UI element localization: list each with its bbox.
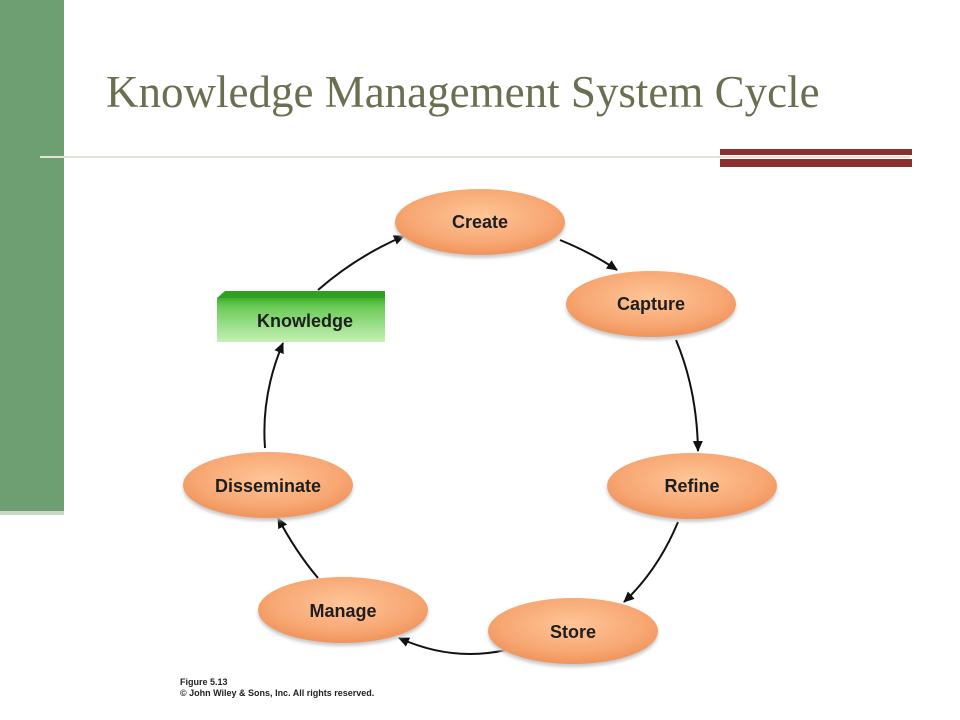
node-refine-label: Refine: [664, 476, 719, 496]
node-store: Store: [488, 598, 658, 664]
accent-bar-top: [720, 149, 912, 155]
node-create: Create: [395, 189, 565, 255]
node-disseminate-label: Disseminate: [215, 476, 321, 496]
node-create-label: Create: [452, 212, 508, 232]
node-manage-label: Manage: [309, 601, 376, 621]
arrow-disseminate-to-knowledge: [263, 342, 284, 449]
node-refine: Refine: [607, 453, 777, 519]
cycle-arrows: [263, 235, 703, 655]
node-knowledge: Knowledge: [217, 291, 385, 342]
arrow-refine-to-store: [623, 521, 679, 603]
side-bar-shadow: [0, 511, 64, 515]
arrow-knowledge-to-create: [317, 235, 405, 291]
arrow-manage-to-disseminate: [277, 517, 319, 579]
side-bar: [0, 0, 64, 511]
node-knowledge-label: Knowledge: [257, 311, 353, 331]
copyright-notice: © John Wiley & Sons, Inc. All rights res…: [180, 688, 375, 698]
arrow-capture-to-refine: [675, 339, 703, 452]
node-manage: Manage: [258, 577, 428, 643]
arrow-create-to-capture: [559, 239, 618, 271]
figure-number: Figure 5.13: [180, 677, 228, 687]
node-capture: Capture: [566, 271, 736, 337]
slide-title: Knowledge Management System Cycle: [106, 67, 820, 117]
accent-bar-bottom: [720, 159, 912, 167]
node-disseminate: Disseminate: [183, 452, 353, 518]
node-store-label: Store: [550, 622, 596, 642]
title-rule: [40, 156, 910, 158]
arrow-store-to-manage: [398, 637, 507, 655]
node-capture-label: Capture: [617, 294, 685, 314]
figure-caption: Figure 5.13 © John Wiley & Sons, Inc. Al…: [180, 677, 374, 699]
